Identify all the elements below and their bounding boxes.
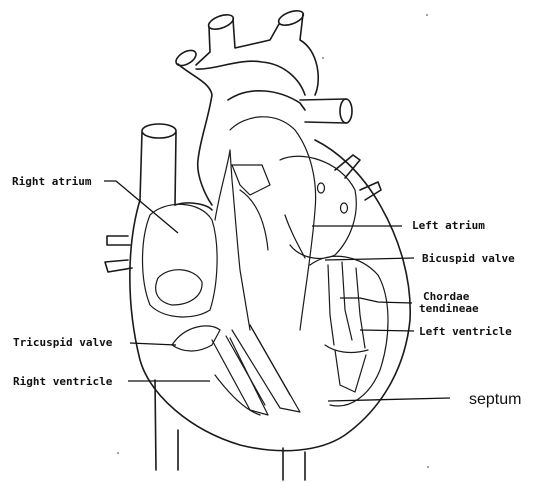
aorta bbox=[173, 8, 318, 205]
label-right-ventricle: Right ventricle bbox=[13, 375, 113, 388]
label-septum: septum bbox=[469, 391, 521, 408]
pulmonary-veins bbox=[105, 155, 381, 272]
left-ventricle-chamber bbox=[310, 256, 388, 406]
interior-walls bbox=[215, 117, 316, 330]
left-atrium-chamber bbox=[280, 156, 356, 258]
label-left-ventricle: Left ventricle bbox=[419, 325, 512, 338]
labels: Right atrium Left atrium Bicuspid valve … bbox=[12, 175, 521, 408]
label-right-atrium: Right atrium bbox=[12, 175, 92, 188]
right-ventricle-chamber bbox=[172, 325, 300, 415]
label-left-atrium: Left atrium bbox=[412, 219, 485, 232]
inferior-vena-cava bbox=[283, 448, 305, 480]
heart-illustration bbox=[105, 8, 429, 480]
right-atrium-chamber bbox=[143, 204, 218, 317]
label-tricuspid-valve: Tricuspid valve bbox=[13, 336, 113, 349]
heart-outline bbox=[130, 140, 410, 451]
pulmonary-artery bbox=[300, 99, 352, 123]
label-bicuspid-valve: Bicuspid valve bbox=[422, 252, 515, 265]
label-chordae-line2: tendineae bbox=[419, 302, 479, 315]
